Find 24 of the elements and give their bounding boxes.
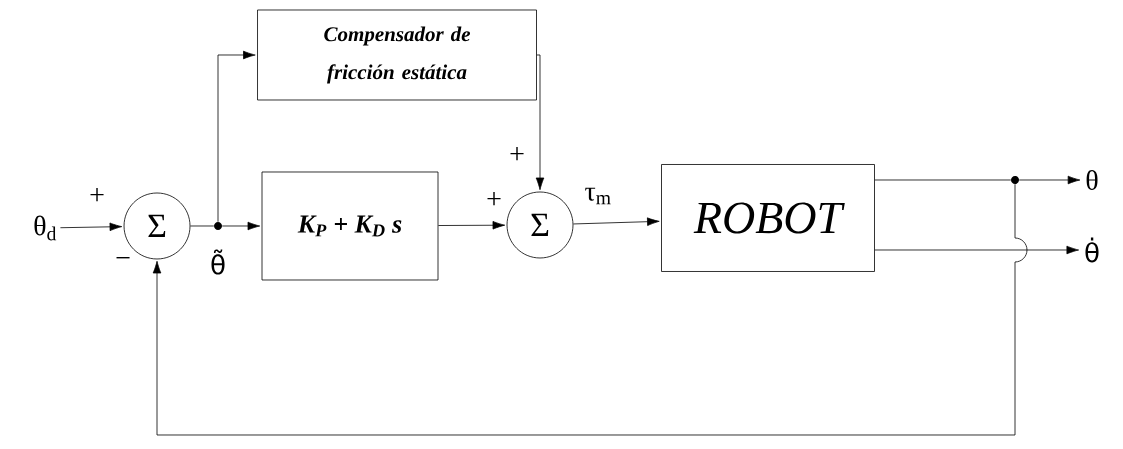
arrow <box>60 222 123 232</box>
edge-label: τ$_{m}$ <box>583 186 613 206</box>
sign-label: + <box>90 188 104 202</box>
controller-box: K$_{P}$ + K$_{D}$ s <box>261 171 439 281</box>
branch-point <box>1011 176 1019 184</box>
arrow <box>1018 175 1081 185</box>
output-label: θ̇ <box>1085 237 1099 263</box>
sign-label: + <box>487 192 501 206</box>
robot-box: ROBOT <box>661 164 875 272</box>
arrow <box>535 54 545 191</box>
arrow <box>438 221 506 230</box>
output-label: θ <box>1086 170 1098 190</box>
arrow <box>217 50 256 223</box>
input-label: θ$_{d}$ <box>34 215 57 241</box>
sign-label: − <box>116 257 130 259</box>
signal-label: θ̃ <box>211 249 225 275</box>
arrow <box>573 217 660 226</box>
sign-label: + <box>510 147 524 161</box>
summing-junction: Σ <box>506 191 574 259</box>
arrow <box>221 221 261 231</box>
arrow <box>152 183 1028 436</box>
branch-point <box>214 222 222 230</box>
compensator-box: Compensador de fricción estática <box>257 9 537 101</box>
arrow <box>874 245 1079 255</box>
